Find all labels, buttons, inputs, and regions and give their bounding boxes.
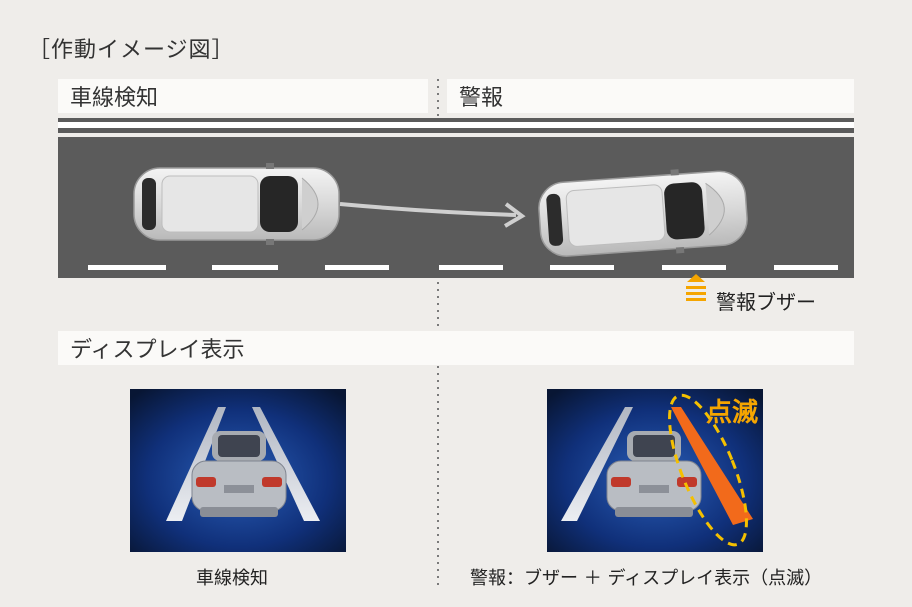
car-rear-view	[606, 431, 702, 517]
blink-callout	[668, 393, 748, 547]
lane-dashes	[88, 265, 838, 270]
phase-label-detect: 車線検知	[70, 86, 159, 111]
trajectory-arrow	[339, 202, 526, 228]
lane-line-right-alert	[671, 407, 753, 525]
buzzer-icon	[686, 274, 706, 301]
phase-label-alert: 警報	[459, 86, 504, 111]
buzzer-label: 警報ブザー	[716, 290, 816, 314]
blink-label: 点滅	[706, 398, 759, 428]
phase-header-alert: 警報	[447, 79, 854, 113]
display-label: ディスプレイ表示	[70, 338, 245, 363]
car-rear-view	[191, 431, 287, 517]
display-header: ディスプレイ表示	[58, 331, 854, 365]
caption-alert: 警報：ブザー ＋ ディスプレイ表示（点滅）	[470, 568, 823, 589]
display-screen-alert	[547, 389, 763, 552]
road-scene	[58, 118, 854, 278]
lane-line-left	[166, 407, 226, 521]
car-alert	[538, 169, 748, 257]
page-title: ［作動イメージ図］	[28, 38, 235, 63]
lane-line-left	[561, 407, 633, 521]
road-edge-line	[58, 122, 854, 128]
phase-header-detect: 車線検知	[58, 79, 428, 113]
caption-detect: 車線検知	[196, 568, 268, 589]
lane-line-right	[252, 407, 320, 521]
display-screen-detect	[130, 389, 346, 552]
car-detect	[133, 163, 340, 245]
